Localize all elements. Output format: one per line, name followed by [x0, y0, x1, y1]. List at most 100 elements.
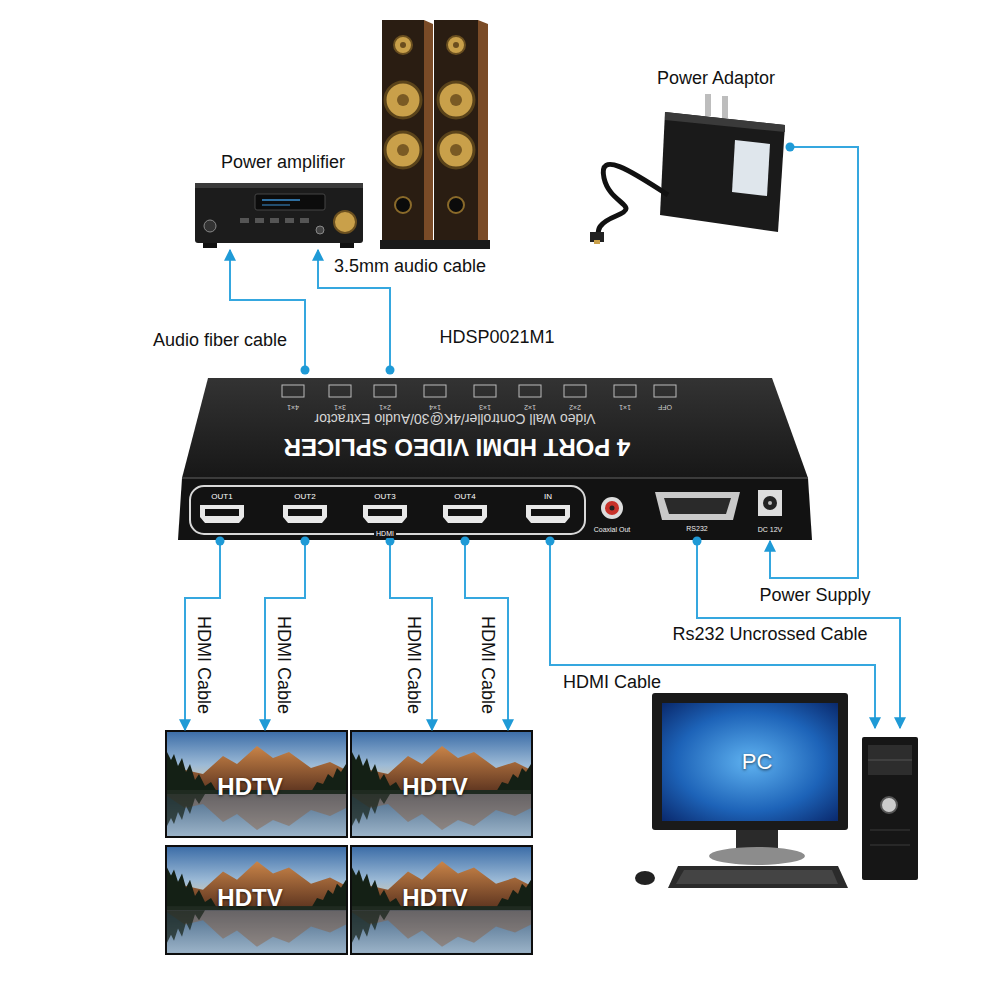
cable-dot	[386, 366, 395, 375]
cable-line	[185, 541, 220, 730]
cable-dot	[461, 537, 470, 546]
power-adaptor-part	[732, 140, 770, 196]
power-adaptor-part	[705, 94, 711, 116]
amplifier-part	[270, 218, 279, 223]
amplifier-part	[204, 220, 216, 232]
amplifier-part	[240, 218, 249, 223]
video-splicer-part	[178, 478, 812, 540]
node-text: OUT1	[211, 492, 232, 501]
amplifier-part	[285, 218, 294, 223]
video-splicer-part-part	[283, 505, 327, 523]
video-wall	[165, 730, 533, 955]
video-splicer-part-part	[288, 509, 322, 516]
cable-line	[265, 541, 305, 730]
cable	[386, 537, 433, 731]
speakers-part	[438, 132, 474, 168]
node-text: 4×1	[287, 403, 299, 411]
cable	[546, 537, 876, 729]
node-text: HDTV	[217, 773, 282, 801]
video-splicer-part	[768, 501, 772, 505]
amplifier-part	[340, 243, 354, 248]
amplifier-node: Power amplifier	[190, 150, 370, 250]
video-splicer-part	[664, 498, 731, 514]
cable	[230, 250, 310, 375]
video-splicer-part	[601, 497, 623, 519]
video-splicer-part	[605, 501, 619, 515]
video-splicer-part-part	[654, 385, 676, 397]
speakers-part	[400, 42, 406, 48]
cable-dot	[301, 366, 310, 375]
cable-line	[770, 147, 858, 578]
video-splicer-part	[655, 492, 740, 520]
speakers	[380, 20, 490, 249]
pc-part	[709, 847, 805, 865]
node-text: PC	[742, 749, 773, 774]
video-splicer-part-part	[443, 505, 487, 523]
node-text: Power amplifier	[221, 152, 345, 173]
pc-part	[870, 845, 910, 846]
cable-line	[550, 541, 875, 728]
node-text: 2×2	[569, 403, 581, 411]
node-text: 2×1	[379, 403, 391, 411]
speakers-part	[397, 94, 409, 106]
speakers-part	[382, 20, 424, 240]
power-adaptor	[590, 94, 785, 244]
cable-label: Audio fiber cable	[151, 330, 289, 350]
pc-part	[862, 737, 918, 880]
cable-dot	[216, 537, 225, 546]
amplifier-part	[262, 199, 300, 201]
amplifier-part	[195, 183, 363, 188]
model-number: HDSP0021M1	[437, 327, 556, 347]
cable-label: HDMI Cable	[404, 614, 424, 716]
cable-dot	[693, 537, 702, 546]
pc-part	[662, 703, 838, 821]
power-adaptor-part	[665, 112, 785, 132]
speakers-part	[380, 240, 434, 249]
node-text: Power Adaptor	[657, 68, 775, 89]
cable	[461, 537, 509, 731]
node-text: HDTV	[217, 884, 282, 912]
amplifier-part	[316, 226, 324, 234]
hdtv-screen: HDTV	[350, 730, 533, 838]
speakers-part	[453, 42, 459, 48]
video-splicer	[178, 378, 812, 540]
cable-line	[465, 541, 508, 730]
node-text: 1×1	[619, 403, 631, 411]
cable-label: HDMI Cable	[194, 614, 214, 716]
video-splicer-part-part	[519, 385, 541, 397]
cable-dot	[786, 143, 795, 152]
speakers-part	[438, 82, 474, 118]
node-text: DC 12V	[758, 526, 783, 534]
node-text: HDTV	[402, 773, 467, 801]
node-text: 1×2	[524, 403, 536, 411]
cable-label: HDMI Cable	[561, 672, 663, 692]
cable	[770, 143, 858, 579]
video-wall-part	[165, 845, 348, 955]
node-text: 1×3	[479, 403, 491, 411]
speakers-part	[432, 240, 490, 249]
speakers-part	[385, 82, 421, 118]
video-splicer-part-part	[526, 505, 570, 523]
video-splicer-part	[205, 509, 565, 516]
node-text: OUT3	[374, 492, 395, 501]
video-splicer-part-part	[282, 385, 304, 397]
video-splicer-part	[282, 385, 676, 397]
video-splicer-part	[610, 506, 615, 511]
speakers-part	[448, 197, 464, 213]
video-splicer-part	[190, 486, 585, 534]
video-splicer-part	[182, 477, 808, 479]
node-text: OUT4	[454, 492, 475, 501]
pc-part	[870, 830, 910, 831]
video-splicer-part-part	[448, 509, 482, 516]
amplifier-part	[300, 218, 309, 223]
speakers-part	[385, 132, 421, 168]
pc-part	[668, 866, 848, 888]
speakers-part	[434, 20, 478, 240]
amplifier	[195, 183, 363, 248]
video-splicer-part	[758, 490, 782, 516]
amplifier-part	[262, 205, 290, 206]
video-splicer-part-part	[424, 385, 446, 397]
